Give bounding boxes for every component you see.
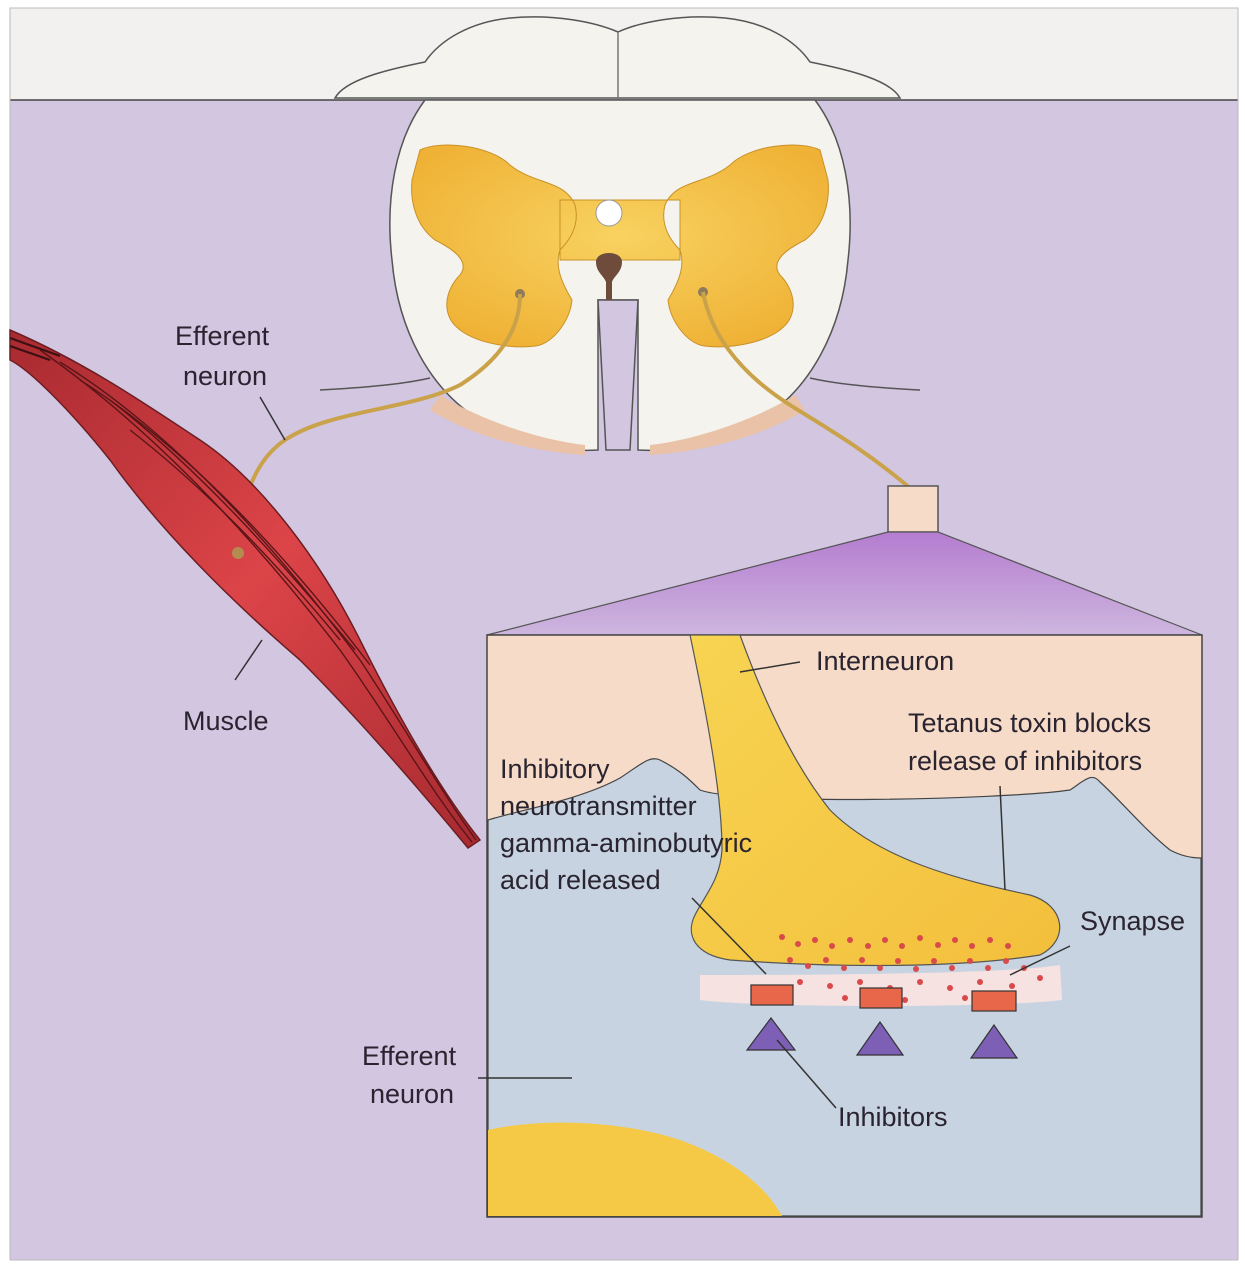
zoom-source-box (888, 486, 938, 532)
receptor (751, 985, 793, 1005)
label-inhibitory-2: neurotransmitter (500, 791, 697, 821)
label-interneuron: Interneuron (816, 646, 954, 676)
label-tetanus-1: Tetanus toxin blocks (908, 708, 1151, 738)
receptor (860, 988, 902, 1008)
label-efferent-neuron-top-2: neuron (183, 361, 267, 391)
label-inhibitory-1: Inhibitory (500, 754, 610, 784)
label-efferent-neuron-bottom-1: Efferent (362, 1041, 457, 1071)
neuromuscular-junction (232, 547, 244, 559)
label-inhibitors: Inhibitors (838, 1102, 948, 1132)
label-efferent-neuron-top-1: Efferent (175, 321, 270, 351)
label-inhibitory-4: acid released (500, 865, 661, 895)
label-tetanus-2: release of inhibitors (908, 746, 1142, 776)
label-inhibitory-3: gamma-aminobutyric (500, 828, 752, 858)
central-canal (596, 200, 622, 226)
receptor (972, 991, 1016, 1011)
label-synapse: Synapse (1080, 906, 1185, 936)
label-muscle: Muscle (183, 706, 269, 736)
label-efferent-neuron-bottom-2: neuron (370, 1079, 454, 1109)
